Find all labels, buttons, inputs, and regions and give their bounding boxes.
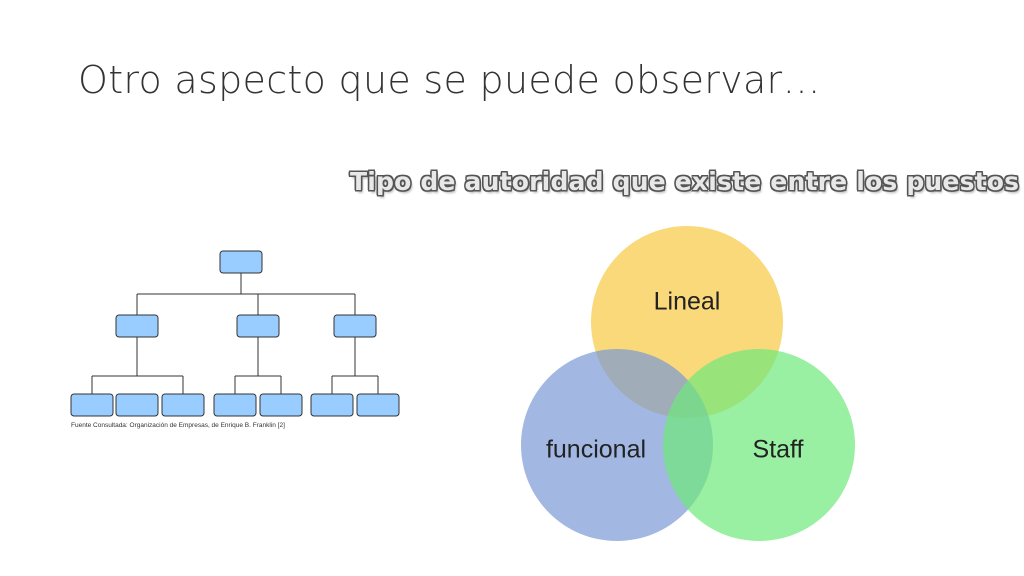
venn-label-staff: Staff bbox=[752, 435, 804, 464]
org-box-level2-1 bbox=[115, 314, 159, 338]
org-box-top bbox=[219, 250, 263, 274]
org-chart-lines bbox=[91, 273, 379, 394]
slide-title: Otro aspecto que se puede observar… bbox=[78, 58, 821, 102]
venn-circle-staff bbox=[663, 349, 855, 541]
org-box-level3-6 bbox=[310, 393, 354, 417]
org-box-level2-3 bbox=[333, 314, 377, 338]
org-box-level3-2 bbox=[115, 393, 159, 417]
org-box-level3-3 bbox=[161, 393, 205, 417]
org-chart-boxes bbox=[70, 250, 400, 417]
org-box-level3-4 bbox=[213, 393, 257, 417]
org-box-level3-5 bbox=[259, 393, 303, 417]
org-chart-caption: Fuente Consultada: Organización de Empre… bbox=[71, 422, 285, 429]
slide-subtitle: Tipo de autoridad que existe entre los p… bbox=[350, 167, 1020, 196]
org-box-level2-2 bbox=[236, 314, 280, 338]
venn-label-funcional: funcional bbox=[545, 435, 647, 464]
org-box-level3-1 bbox=[70, 393, 114, 417]
venn-label-lineal: Lineal bbox=[653, 287, 721, 316]
org-box-level3-7 bbox=[356, 393, 400, 417]
venn-circle-funcional bbox=[521, 349, 713, 541]
